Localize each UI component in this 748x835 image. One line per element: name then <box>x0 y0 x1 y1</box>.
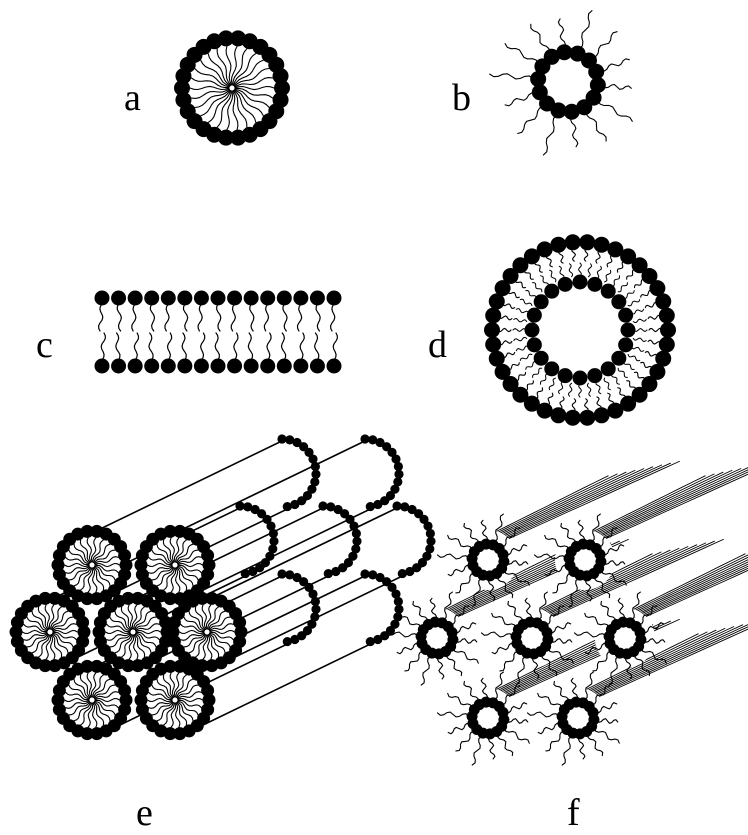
micelle-sphere <box>174 30 290 145</box>
vesicle <box>484 234 676 425</box>
reverse-micelle-sphere <box>490 11 633 155</box>
panel-label-e: e <box>136 792 153 834</box>
inverse-hexagonal-phase <box>387 461 748 765</box>
lipid-bilayer <box>95 291 342 374</box>
panel-label-f: f <box>567 792 580 834</box>
spherical-micelle <box>174 30 290 145</box>
hexagonal-phase-cylinders <box>10 434 436 740</box>
panel-label-c: c <box>36 324 53 366</box>
reverse-micelle <box>490 11 633 155</box>
panel-label-b: b <box>452 77 471 119</box>
panel-label-a: a <box>124 77 141 119</box>
panel-label-d: d <box>428 324 447 366</box>
